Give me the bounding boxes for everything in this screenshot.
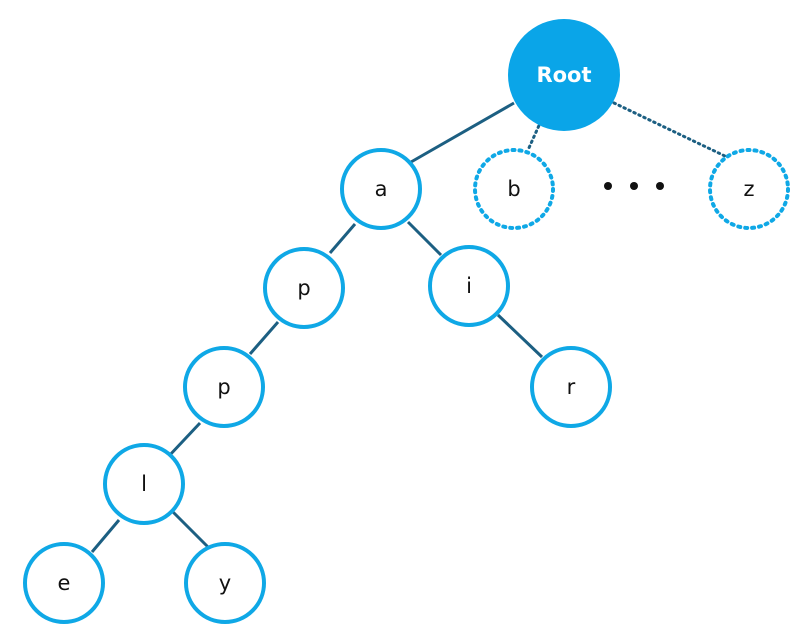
node-b: b: [473, 148, 555, 230]
node-circle: [103, 443, 185, 525]
edge-a-p: [328, 223, 357, 254]
node-p-2: p: [183, 346, 265, 428]
edge-p-l: [166, 421, 202, 459]
node-e: e: [23, 542, 105, 624]
node-circle-dotted: [708, 148, 790, 230]
node-circle: [263, 247, 345, 329]
node-circle: [184, 542, 266, 624]
node-circle: [183, 346, 265, 428]
node-l: l: [103, 443, 185, 525]
edge-l-e: [90, 519, 121, 553]
node-circle-dotted: [473, 148, 555, 230]
node-a: a: [340, 148, 422, 230]
edge-root-z: [612, 101, 729, 159]
node-label: p: [217, 375, 230, 399]
node-circle: [530, 346, 612, 428]
edge-p-p: [248, 321, 280, 355]
edge-root-b: [526, 119, 543, 152]
edge-a-i: [406, 220, 443, 257]
node-label: e: [58, 571, 71, 595]
ellipsis-dot: [630, 182, 638, 190]
node-label: b: [507, 177, 520, 201]
root-label: Root: [536, 63, 591, 87]
edge-i-r: [496, 313, 544, 359]
edge-root-a: [410, 101, 515, 164]
node-label: l: [141, 472, 147, 496]
node-label: z: [743, 177, 754, 201]
node-circle: [428, 245, 510, 327]
node-label: i: [466, 274, 472, 298]
ellipsis: [604, 182, 664, 190]
node-label: r: [567, 375, 576, 399]
node-p-1: p: [263, 247, 345, 329]
node-circle: [340, 148, 422, 230]
ellipsis-dot: [656, 182, 664, 190]
node-label: a: [375, 177, 388, 201]
node-root: Root: [508, 19, 620, 131]
node-z: z: [708, 148, 790, 230]
node-circle: [23, 542, 105, 624]
root-circle: [508, 19, 620, 131]
node-i: i: [428, 245, 510, 327]
node-r: r: [530, 346, 612, 428]
edge-l-y: [171, 510, 211, 550]
node-y: y: [184, 542, 266, 624]
edges: [90, 101, 729, 553]
node-label: y: [219, 571, 231, 595]
node-label: p: [297, 276, 310, 300]
ellipsis-dot: [604, 182, 612, 190]
